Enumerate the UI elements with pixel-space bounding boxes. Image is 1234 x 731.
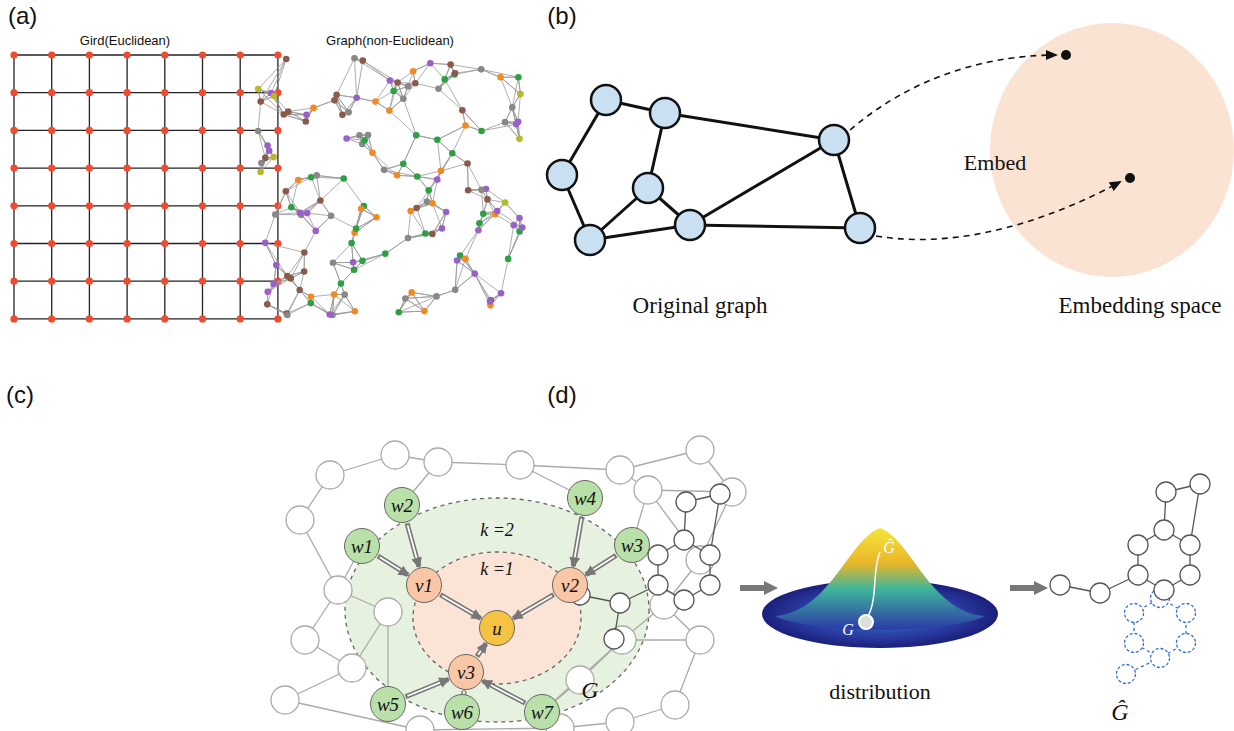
node-label: w3 [621,536,643,555]
embed-arrow [850,55,1056,130]
label: (b) [547,2,576,30]
message-edge [477,644,486,657]
background-graph [271,436,746,731]
message-edge [586,555,616,574]
distribution-peak [775,528,985,630]
graph-node: v1 [406,567,442,603]
message-edge [407,523,419,566]
graph-node: v3 [448,654,484,690]
embed-arrow [876,182,1120,240]
flow-arrow [740,585,770,591]
graph-node: v2 [552,567,588,603]
label: (a) [8,2,37,30]
node-label: w7 [531,703,553,722]
message-edge [573,517,582,567]
node-label: w6 [451,703,473,722]
label: k =2 [480,520,514,541]
graph-vertex [547,85,875,255]
molecule-graph [1050,474,1210,684]
graph-node: w2 [384,487,420,523]
original-graph [562,100,860,240]
node-label: w5 [377,695,399,714]
label: Graph(non-Euclidean) [326,33,454,48]
message-edge [513,595,553,619]
node-label: v1 [415,576,433,595]
graph-node: w4 [567,480,603,516]
message-edge [378,556,408,575]
label: (d) [547,381,576,409]
label: Ĝ [1111,699,1128,726]
message-edge [406,679,449,697]
sample-point [859,615,873,629]
graph-node: w3 [614,527,650,563]
hop-region [345,498,649,722]
graph-node: w1 [344,528,380,564]
random-graph [255,55,526,318]
label: Embedding space [1059,293,1222,319]
node-label: v2 [561,576,579,595]
label: Ĝ [883,539,895,557]
message-edge [483,681,525,703]
node-label: u [492,619,502,638]
node-label: w2 [391,496,413,515]
node-label: w4 [574,489,596,508]
label: (c) [6,381,34,409]
node-label: v3 [457,663,475,682]
embedding-space [990,23,1234,277]
embedding-point [1061,50,1071,60]
label: distribution [829,679,930,705]
label: Embed [964,150,1026,176]
embedding-point [1125,173,1135,183]
label: Gird(Euclidean) [80,33,170,48]
label: Original graph [633,293,768,319]
sample-path [868,552,880,616]
euclidean-grid [10,51,281,322]
label: G [581,677,598,704]
flow-arrow [1010,585,1040,591]
node-label: w1 [351,537,373,556]
label: k =1 [480,559,514,580]
message-edge [440,595,480,619]
graph-node: w6 [444,694,480,730]
graph-node: u [479,610,515,646]
graph-node: w7 [524,694,560,730]
label: G [842,621,854,639]
graph-node: w5 [370,686,406,722]
